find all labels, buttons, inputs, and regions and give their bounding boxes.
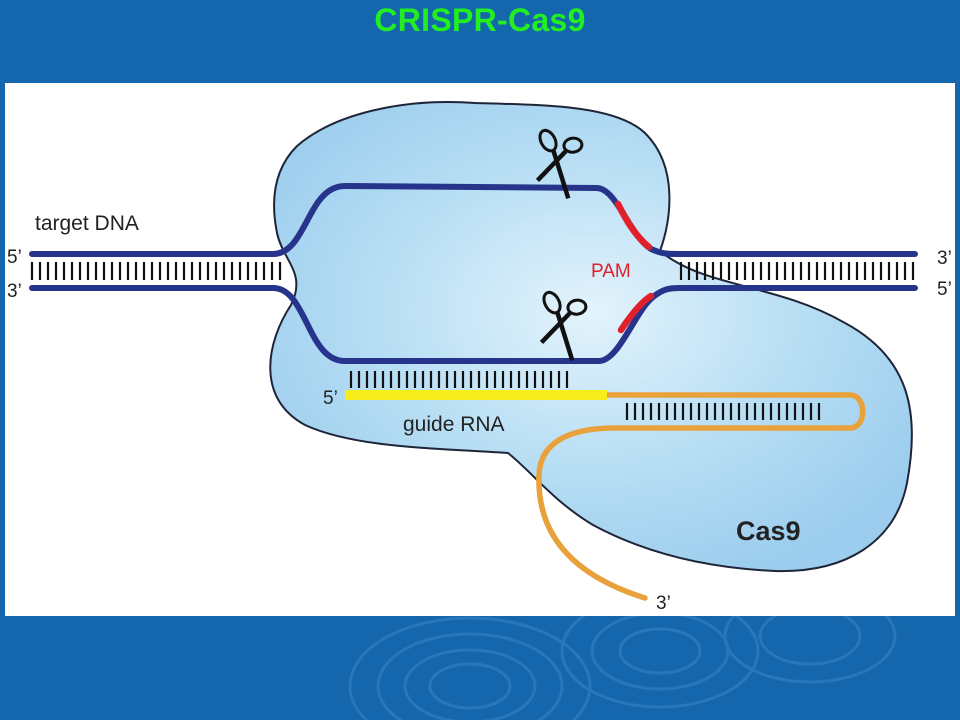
base-pairs-scaffold <box>625 403 821 420</box>
guide-rna-scaffold <box>536 392 866 601</box>
dna-bottom-strand <box>29 285 918 364</box>
base-pairs-left <box>30 262 282 280</box>
left-five-prime-label: 5’ <box>7 247 22 268</box>
target-dna-label: target DNA <box>35 212 139 235</box>
right-five-prime-label: 5’ <box>937 279 952 300</box>
dna-top-strand <box>29 182 918 257</box>
rna-three-prime-label: 3’ <box>656 593 671 614</box>
background-ripples <box>348 616 897 720</box>
guide-rna-label: guide RNA <box>403 413 505 436</box>
cas9-protein <box>269 101 913 573</box>
pam-label: PAM <box>591 261 631 282</box>
left-three-prime-label: 3’ <box>7 281 22 302</box>
slide-title: CRISPR-Cas9 <box>374 2 586 38</box>
pam-top-segment <box>614 200 653 251</box>
cas9-label: Cas9 <box>736 516 801 546</box>
base-pairs-guide-target <box>349 371 569 388</box>
scissors-icon <box>535 128 584 200</box>
right-three-prime-label: 3’ <box>937 248 952 269</box>
diagram-panel: target DNA 5’ 3’ 3’ 5’ PAM 5’ guide RNA … <box>5 83 955 616</box>
crispr-cas9-diagram: target DNA 5’ 3’ 3’ 5’ PAM 5’ guide RNA … <box>7 101 952 614</box>
guide-five-prime-label: 5’ <box>323 388 338 409</box>
pam-bottom-segment <box>617 292 655 334</box>
scissors-icon <box>539 290 588 362</box>
base-pairs-right <box>679 262 915 280</box>
